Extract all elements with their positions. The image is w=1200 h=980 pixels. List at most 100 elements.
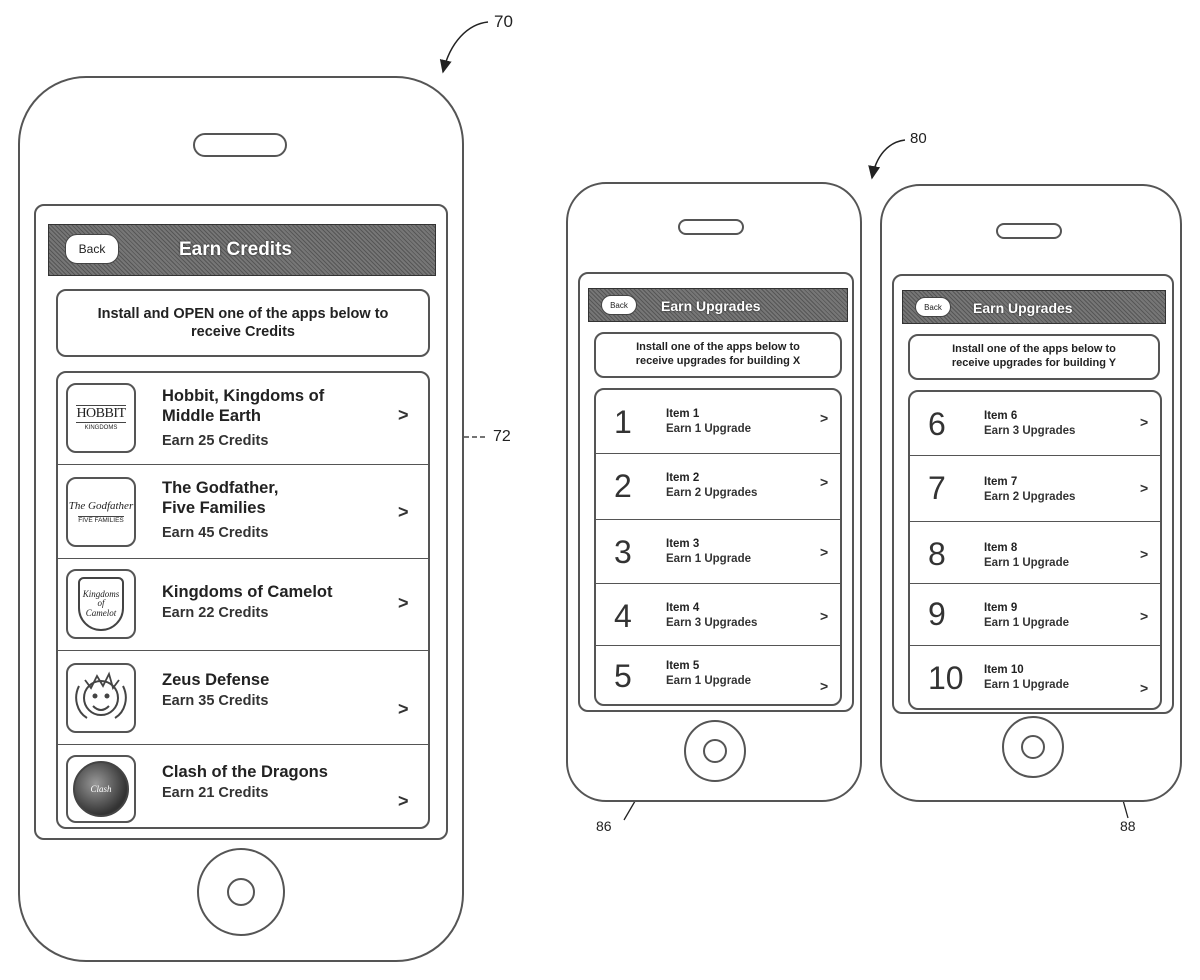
item-name: Item 6 <box>984 410 1018 422</box>
list-item-clash-dragons[interactable]: Clash Clash of the Dragons Earn 21 Credi… <box>58 745 428 827</box>
chevron-right-icon: > <box>820 608 829 624</box>
item-number: 1 <box>614 404 632 440</box>
back-button[interactable]: Back <box>65 234 119 264</box>
instructions-line-2: receive upgrades for building X <box>635 355 801 367</box>
app-title-line-1: The Godfather, <box>162 479 279 497</box>
title-bar: Back Earn Upgrades <box>588 288 848 322</box>
item-name: Item 4 <box>666 602 700 614</box>
camelot-app-icon: Kingdoms of Camelot <box>66 569 136 639</box>
item-reward: Earn 1 Upgrade <box>666 423 751 435</box>
item-reward: Earn 1 Upgrade <box>984 557 1069 569</box>
app-reward: Earn 45 Credits <box>162 525 269 541</box>
ref-80: 80 <box>910 130 927 147</box>
screen-earn-credits: Back Earn Credits Install and OPEN one o… <box>34 204 448 840</box>
home-button[interactable] <box>684 720 746 782</box>
icon-sublabel: FIVE FAMILIES <box>78 515 124 524</box>
item-reward: Earn 1 Upgrade <box>984 617 1069 629</box>
home-button-inner <box>227 878 255 906</box>
item-reward: Earn 2 Upgrades <box>666 487 758 499</box>
list-item-hobbit[interactable]: HOBBIT KINGDOMS Hobbit, Kingdoms of Midd… <box>58 373 428 465</box>
ref-70: 70 <box>494 12 513 31</box>
item-name: Item 5 <box>666 660 700 672</box>
instructions-line-1: Install one of the apps below to <box>636 341 800 354</box>
item-name: Item 7 <box>984 476 1018 488</box>
item-reward: Earn 3 Upgrades <box>984 425 1076 437</box>
list-item-camelot[interactable]: Kingdoms of Camelot Kingdoms of Camelot … <box>58 559 428 651</box>
icon-label: HOBBIT <box>76 405 126 423</box>
app-title: Hobbit, Kingdoms of Middle Earth <box>162 387 324 427</box>
zeus-face-icon <box>75 671 127 719</box>
hobbit-app-icon: HOBBIT KINGDOMS <box>66 383 136 453</box>
chevron-right-icon: > <box>820 410 829 426</box>
chevron-right-icon: > <box>820 544 829 560</box>
item-number: 3 <box>614 534 632 570</box>
list-item-1[interactable]: 1 Item 1 Earn 1 Upgrade > <box>596 390 840 454</box>
list-item-2[interactable]: 2 Item 2 Earn 2 Upgrades > <box>596 454 840 520</box>
title-bar: Back Earn Upgrades <box>902 290 1166 324</box>
item-number: 7 <box>928 470 946 506</box>
back-button[interactable]: Back <box>915 297 951 317</box>
app-title: Zeus Defense <box>162 671 270 689</box>
instructions-line-2: receive Credits <box>191 324 295 340</box>
list-item-godfather[interactable]: The Godfather FIVE FAMILIES The Godfathe… <box>58 465 428 559</box>
chevron-right-icon: > <box>398 405 409 425</box>
list-item-8[interactable]: 8 Item 8 Earn 1 Upgrade > <box>910 522 1160 584</box>
item-name: Item 10 <box>984 664 1024 676</box>
ref-88: 88 <box>1120 818 1136 834</box>
app-title: Kingdoms of Camelot <box>162 583 333 601</box>
page-title: Earn Credits <box>179 239 292 260</box>
page-title: Earn Upgrades <box>973 300 1073 316</box>
icon-sublabel: KINGDOMS <box>84 425 118 431</box>
speaker-slot <box>678 219 744 235</box>
item-number: 4 <box>614 598 632 634</box>
list-item-3[interactable]: 3 Item 3 Earn 1 Upgrade > <box>596 520 840 584</box>
item-reward: Earn 2 Upgrades <box>984 491 1076 503</box>
list-item-7[interactable]: 7 Item 7 Earn 2 Upgrades > <box>910 456 1160 522</box>
app-title-line-2: Five Families <box>162 498 266 517</box>
list-item-10[interactable]: 10 Item 10 Earn 1 Upgrade > <box>910 646 1160 708</box>
icon-label: The Godfather <box>68 499 134 512</box>
title-bar: Back Earn Credits <box>48 224 436 276</box>
app-title-line-1: Hobbit, Kingdoms of <box>162 387 325 405</box>
list-item-9[interactable]: 9 Item 9 Earn 1 Upgrade > <box>910 584 1160 646</box>
item-name: Item 2 <box>666 472 700 484</box>
app-reward: Earn 22 Credits <box>162 605 269 621</box>
list-item-5[interactable]: 5 Item 5 Earn 1 Upgrade > <box>596 646 840 704</box>
shield-icon: Kingdoms of Camelot <box>78 577 124 631</box>
chevron-right-icon: > <box>1140 546 1149 562</box>
app-reward: Earn 35 Credits <box>162 693 269 709</box>
item-number: 9 <box>928 596 946 632</box>
dragon-emblem-icon: Clash <box>73 761 129 817</box>
screen-earn-upgrades-x: Back Earn Upgrades Install one of the ap… <box>578 272 854 712</box>
list-item-4[interactable]: 4 Item 4 Earn 3 Upgrades > <box>596 584 840 646</box>
item-name: Item 1 <box>666 408 700 420</box>
item-reward: Earn 1 Upgrade <box>666 553 751 565</box>
arrow-80 <box>868 139 906 180</box>
phone-earn-upgrades-x: Back Earn Upgrades Install one of the ap… <box>566 182 862 802</box>
page-title: Earn Upgrades <box>661 298 761 314</box>
list-item-zeus[interactable]: Zeus Defense Earn 35 Credits > <box>58 651 428 745</box>
chevron-right-icon: > <box>820 474 829 490</box>
chevron-right-icon: > <box>1140 480 1149 496</box>
app-title-line-2: Middle Earth <box>162 406 262 425</box>
upgrade-item-list: 6 Item 6 Earn 3 Upgrades > 7 Item 7 Earn… <box>908 390 1162 710</box>
back-button[interactable]: Back <box>601 295 637 315</box>
home-button-inner <box>1021 735 1045 759</box>
speaker-slot <box>193 133 287 157</box>
item-number: 6 <box>928 406 946 442</box>
instructions-line-1: Install and OPEN one of the apps below t… <box>97 305 389 322</box>
item-number: 10 <box>928 660 964 696</box>
instructions-box: Install and OPEN one of the apps below t… <box>56 289 430 357</box>
app-title: The Godfather, Five Families <box>162 479 278 519</box>
home-button[interactable] <box>1002 716 1064 778</box>
item-name: Item 3 <box>666 538 700 550</box>
ref-86: 86 <box>596 818 612 834</box>
chevron-right-icon: > <box>398 699 409 719</box>
chevron-right-icon: > <box>398 791 409 811</box>
item-number: 8 <box>928 536 946 572</box>
item-reward: Earn 1 Upgrade <box>666 675 751 687</box>
chevron-right-icon: > <box>1140 680 1149 696</box>
home-button[interactable] <box>197 848 285 936</box>
speaker-slot <box>996 223 1062 239</box>
list-item-6[interactable]: 6 Item 6 Earn 3 Upgrades > <box>910 392 1160 456</box>
